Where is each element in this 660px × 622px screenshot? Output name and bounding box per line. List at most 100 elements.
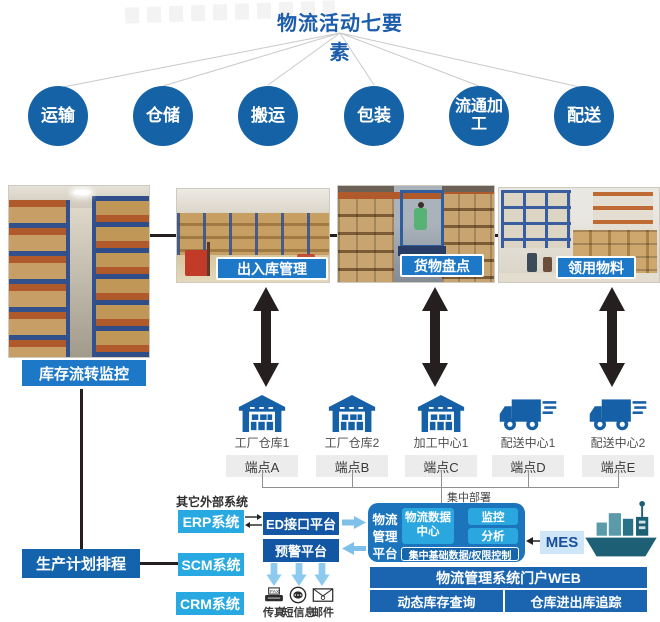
node-distribution-center-2: 配送中心2 端点E xyxy=(573,394,660,477)
element-circle-processing: 流通加工 xyxy=(449,86,509,146)
photo-inout-management: 出入库管理 xyxy=(176,188,330,283)
platform-analysis: 分析 xyxy=(468,528,518,544)
platform-base-data: 集中基础数据/权限控制 xyxy=(401,547,519,562)
node-name: 配送中心2 xyxy=(590,436,646,450)
erp-system-box: ERP系统 xyxy=(178,510,244,533)
photo-art xyxy=(93,196,149,357)
photo-art xyxy=(501,190,571,248)
bus-line xyxy=(262,487,619,488)
down-arrow-icon xyxy=(266,563,282,586)
bus-stub xyxy=(352,471,353,487)
photo-art xyxy=(338,199,394,282)
platform-side-label: 物流管理平台 xyxy=(372,513,398,561)
warehouse-icon xyxy=(307,394,397,432)
bus-drop xyxy=(441,487,442,503)
channel-label-fax: 传真 xyxy=(263,607,285,619)
bus-stub xyxy=(262,471,263,487)
element-circle-packaging: 包装 xyxy=(344,86,404,146)
production-planning-box: 生产计划排程 xyxy=(22,549,140,578)
vertical-connector-line xyxy=(80,389,83,550)
photo-art xyxy=(398,246,446,256)
crm-system-box: CRM系统 xyxy=(176,592,244,615)
photo-stocktaking: 货物盘点 xyxy=(337,185,495,283)
node-factory-warehouse-2: 工厂仓库2 端点B xyxy=(307,394,397,477)
photo-art xyxy=(185,250,209,276)
photo-art xyxy=(92,196,96,357)
cargo-ship-icon xyxy=(585,500,657,557)
endpoint-badge: 端点D xyxy=(492,455,564,477)
element-circle-warehousing: 仓储 xyxy=(133,86,193,146)
bidirectional-arrow-icon xyxy=(245,514,262,528)
photo-art xyxy=(66,200,70,357)
warehouse-icon xyxy=(396,394,486,432)
photo-inventory-monitoring xyxy=(8,185,150,358)
svg-text:FAX: FAX xyxy=(270,589,280,595)
photo-art xyxy=(414,208,427,230)
photo-art xyxy=(177,189,329,213)
portal-bar: 物流管理系统门户WEB 动态库存查询 仓库进出库追踪 xyxy=(370,567,647,612)
photo-art xyxy=(418,202,424,208)
endpoint-badge: 端点A xyxy=(226,455,298,477)
truck-icon xyxy=(483,394,573,432)
horizontal-connector-line xyxy=(140,562,178,565)
double-arrow-icon xyxy=(253,287,279,387)
endpoint-badge: 端点C xyxy=(405,455,477,477)
ed-interface-platform-box: ED接口平台 xyxy=(263,512,339,535)
mail-icon xyxy=(312,588,334,602)
bus-stub xyxy=(528,471,529,487)
node-factory-warehouse-1: 工厂仓库1 端点A xyxy=(217,394,307,477)
fax-icon: FAX xyxy=(265,587,283,602)
portal-cell-warehouse-tracking: 仓库进出库追踪 xyxy=(505,590,647,612)
endpoint-badge: 端点B xyxy=(316,455,388,477)
truck-icon xyxy=(573,394,660,432)
photo-art xyxy=(207,242,210,276)
photo-material-requisition: 领用物料 xyxy=(498,187,660,283)
alert-platform-box: 预警平台 xyxy=(263,539,339,562)
node-processing-center-1: 加工中心1 端点C xyxy=(396,394,486,477)
bus-stub xyxy=(441,471,442,487)
portal-cell-inventory-query: 动态库存查询 xyxy=(370,590,503,612)
photo-art xyxy=(177,213,329,257)
photo-art xyxy=(543,257,552,272)
photo-label-material-requisition: 领用物料 xyxy=(556,256,636,279)
mes-arrow-icon xyxy=(526,537,540,545)
photo-label-inout-management: 出入库管理 xyxy=(216,257,328,280)
sms-icon xyxy=(289,586,307,604)
node-name: 配送中心1 xyxy=(500,436,556,450)
element-circle-distribution: 配送 xyxy=(554,86,614,146)
logistics-platform-box: 物流管理平台 物流数据中心 监控 分析 集中基础数据/权限控制 xyxy=(368,503,525,562)
photo-label-inventory-monitoring: 库存流转监控 xyxy=(20,358,148,388)
down-arrow-icon xyxy=(314,563,330,586)
channel-label-sms: 短信息 xyxy=(282,607,316,619)
channel-label-mail: 邮件 xyxy=(312,607,334,619)
element-circle-handling: 搬运 xyxy=(238,86,298,146)
photo-art xyxy=(9,200,69,357)
photo-art xyxy=(73,190,91,195)
left-block-arrow-icon xyxy=(342,542,366,555)
deploy-label: 集中部署 xyxy=(447,492,491,504)
scm-system-box: SCM系统 xyxy=(178,553,244,576)
bus-stub xyxy=(618,471,619,487)
portal-header: 物流管理系统门户WEB xyxy=(370,567,647,588)
right-block-arrow-icon xyxy=(342,516,366,529)
mes-box: MES xyxy=(540,531,584,554)
photo-art xyxy=(69,208,93,357)
endpoint-badge: 端点E xyxy=(582,455,654,477)
external-systems-heading: 其它外部系统 xyxy=(176,495,249,509)
photo-label-stocktaking: 货物盘点 xyxy=(400,254,484,277)
node-distribution-center-1: 配送中心1 端点D xyxy=(483,394,573,477)
platform-data-center: 物流数据中心 xyxy=(402,508,454,544)
double-arrow-icon xyxy=(599,287,625,387)
platform-monitor: 监控 xyxy=(468,508,518,525)
photo-art xyxy=(338,192,494,199)
warehouse-icon xyxy=(217,394,307,432)
node-name: 加工中心1 xyxy=(413,436,469,450)
down-arrow-icon xyxy=(291,563,307,586)
node-name: 工厂仓库1 xyxy=(234,436,290,450)
page-title: 物流活动七要素 xyxy=(277,13,403,64)
photo-art xyxy=(593,192,653,230)
element-circle-transport: 运输 xyxy=(28,86,88,146)
photo-art xyxy=(527,253,537,272)
double-arrow-icon xyxy=(422,287,448,387)
